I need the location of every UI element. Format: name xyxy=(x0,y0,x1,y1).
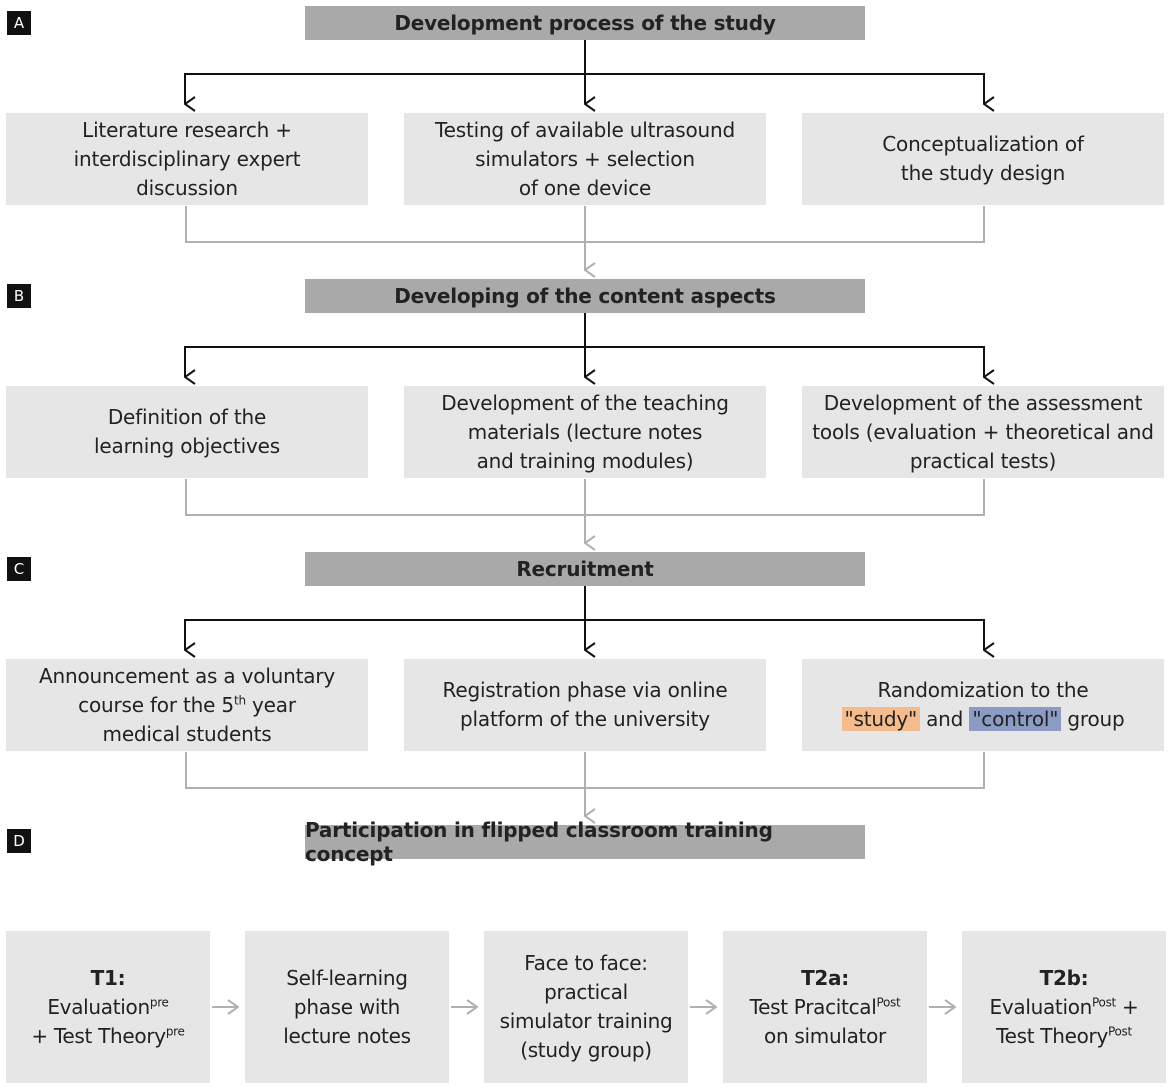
merge-a xyxy=(185,206,985,270)
control-group-label: "control" xyxy=(969,707,1062,731)
step-title: T1: xyxy=(90,965,126,990)
study-group-label: "study" xyxy=(841,707,920,731)
box-line: Announcement as a voluntary xyxy=(39,663,335,688)
step-line: phase with xyxy=(293,994,401,1019)
box-line: Literature research + xyxy=(82,117,292,142)
step-line: Test PracitcalPost xyxy=(750,993,901,1022)
step-text: Test Pracitcal xyxy=(749,994,877,1019)
step-t2b: T2b: EvaluationPost + Test TheoryPost xyxy=(962,931,1166,1083)
step-line: Evaluationpre xyxy=(47,993,169,1022)
step-line: + Test Theorypre xyxy=(31,1022,185,1051)
step-line: practical xyxy=(544,980,628,1004)
box-line: Registration phase via online xyxy=(442,678,728,702)
superscript: Post xyxy=(876,994,901,1009)
fanout-a xyxy=(184,40,984,104)
box-line: medical students xyxy=(102,721,272,746)
fanout-b xyxy=(184,313,984,377)
step-line: Self-learning xyxy=(286,965,408,990)
section-tag-a: A xyxy=(7,11,31,35)
header-flipped-classroom: Participation in flipped classroom train… xyxy=(305,818,865,866)
box-line: Definition of the xyxy=(107,405,267,429)
section-tag-c: C xyxy=(7,557,31,581)
superscript: th xyxy=(233,692,246,707)
box-line: Conceptualization of xyxy=(882,132,1084,156)
step-title: T2a: xyxy=(801,965,849,990)
box-line: simulators + selection xyxy=(475,146,695,171)
superscript: Post xyxy=(1108,1023,1132,1038)
box-line: Development of the teaching xyxy=(441,390,729,415)
step-t1: T1: Evaluationpre + Test Theorypre xyxy=(6,931,210,1083)
box-line: Development of the assessment xyxy=(823,390,1143,415)
box-line: interdisciplinary expert xyxy=(73,146,301,171)
step-line: Test TheoryPost xyxy=(996,1022,1132,1051)
merge-c xyxy=(185,752,985,816)
section-tag-b: B xyxy=(7,284,31,308)
box-teaching-materials: Development of the teaching materials (l… xyxy=(404,386,766,478)
box-text: group xyxy=(1061,707,1125,731)
header-recruitment: Recruitment xyxy=(305,552,865,586)
step-text: + Test Theory xyxy=(31,1023,166,1048)
fanout-c xyxy=(184,585,984,650)
box-testing-simulators: Testing of available ultrasound simulato… xyxy=(404,113,766,205)
box-line: materials (lecture notes xyxy=(467,419,703,444)
box-learning-objectives: Definition of the learning objectives xyxy=(6,386,368,478)
box-line: platform of the university xyxy=(460,707,710,731)
step-text: Evaluation xyxy=(47,994,150,1019)
superscript: Post xyxy=(1092,994,1116,1009)
box-registration: Registration phase via online platform o… xyxy=(404,659,766,751)
step-line: on simulator xyxy=(764,1023,886,1048)
box-line: course for the 5th year xyxy=(78,691,296,720)
superscript: pre xyxy=(165,1023,185,1038)
step-line: EvaluationPost + xyxy=(990,993,1139,1022)
header-content-aspects: Developing of the content aspects xyxy=(305,279,865,313)
box-line: learning objectives xyxy=(94,434,280,458)
box-line: discussion xyxy=(136,175,238,200)
step-line: (study group) xyxy=(520,1038,652,1062)
box-line: "study" and "control" group xyxy=(841,705,1125,734)
box-line: Randomization to the xyxy=(877,678,1089,702)
box-line: of one device xyxy=(518,175,652,200)
box-text: course for the 5 xyxy=(78,692,234,717)
step-line: lecture notes xyxy=(283,1023,411,1048)
box-randomization: Randomization to the "study" and "contro… xyxy=(802,659,1164,751)
box-line: practical tests) xyxy=(909,448,1057,473)
step-line: Face to face: xyxy=(524,951,648,975)
header-development-process: Development process of the study xyxy=(305,6,865,40)
section-tag-d: D xyxy=(7,829,31,853)
box-line: Testing of available ultrasound xyxy=(435,117,735,142)
step-text: + xyxy=(1115,994,1139,1019)
box-line: the study design xyxy=(900,161,1066,185)
step-line: simulator training xyxy=(499,1009,673,1033)
box-text: year xyxy=(245,692,296,717)
step-text: Evaluation xyxy=(989,994,1093,1019)
box-conceptualization: Conceptualization of the study design xyxy=(802,113,1164,205)
step-text: Test Theory xyxy=(996,1023,1108,1048)
box-announcement: Announcement as a voluntary course for t… xyxy=(6,659,368,751)
box-assessment-tools: Development of the assessment tools (eva… xyxy=(802,386,1164,478)
step-t2a: T2a: Test PracitcalPost on simulator xyxy=(723,931,927,1083)
step-title: T2b: xyxy=(1039,965,1089,990)
step-self-learning: Self-learning phase with lecture notes xyxy=(245,931,449,1083)
box-text: and xyxy=(919,707,970,731)
box-line: tools (evaluation + theoretical and xyxy=(812,419,1154,444)
step-face-to-face: Face to face: practical simulator traini… xyxy=(484,931,688,1083)
merge-b xyxy=(185,479,985,543)
box-literature-research: Literature research + interdisciplinary … xyxy=(6,113,368,205)
box-line: and training modules) xyxy=(476,448,694,473)
superscript: pre xyxy=(149,994,169,1009)
